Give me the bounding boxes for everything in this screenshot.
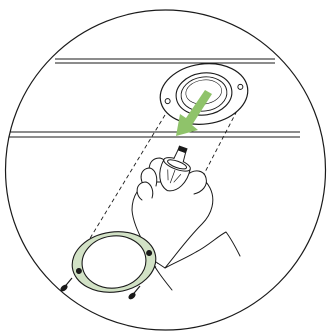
screw-icon xyxy=(60,277,73,292)
scene xyxy=(8,58,300,300)
trim-ring-icon xyxy=(71,231,157,293)
lightbulb-icon xyxy=(159,145,191,192)
ceiling-beam-upper xyxy=(55,58,275,64)
ceiling-beam-lower xyxy=(8,131,300,138)
down-left-arrow-icon xyxy=(176,90,212,136)
screw-icon xyxy=(128,285,141,300)
